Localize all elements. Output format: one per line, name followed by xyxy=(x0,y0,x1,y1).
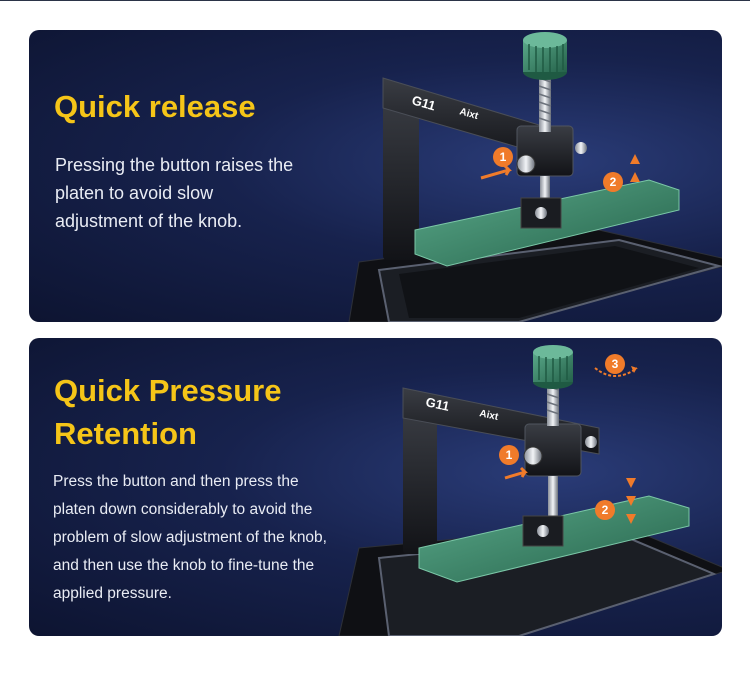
quick-release-panel: Quick release Pressing the button raises… xyxy=(29,30,722,322)
knob-screw xyxy=(539,70,551,132)
svg-text:2: 2 xyxy=(610,175,617,189)
knob-screw xyxy=(547,378,559,426)
quick-pressure-retention-description: Press the button and then press the plat… xyxy=(53,473,327,602)
marker-1 xyxy=(499,445,519,465)
up-arrow-icon xyxy=(630,154,640,182)
quick-pressure-retention-title: Quick Pressure Retention xyxy=(54,373,282,451)
device-column xyxy=(403,404,437,554)
press-arrow-icon xyxy=(480,164,512,180)
marker-2 xyxy=(595,500,615,520)
device-brand-label: Aixt xyxy=(458,106,480,122)
marker-1 xyxy=(493,147,513,167)
marker-3 xyxy=(605,354,625,374)
quick-pressure-retention-panel: Quick Pressure Retention Press the butto… xyxy=(29,338,722,636)
marker-2 xyxy=(603,172,623,192)
down-arrow-icon xyxy=(626,478,636,524)
device-brand-label: Aixt xyxy=(478,408,499,423)
svg-text:1: 1 xyxy=(506,448,513,462)
release-button xyxy=(516,154,536,174)
svg-text:3: 3 xyxy=(612,357,619,371)
top-divider xyxy=(0,0,750,1)
press-device-illustration-2: G11 Aixt xyxy=(319,338,722,636)
svg-text:2: 2 xyxy=(602,503,609,517)
device-model-label: G11 xyxy=(424,394,450,414)
press-device-illustration: G11 Aixt xyxy=(319,30,722,322)
quick-release-description: Pressing the button raises the platen to… xyxy=(55,155,294,231)
device-column xyxy=(383,90,419,260)
quick-release-title: Quick release xyxy=(54,89,256,124)
press-arrow-icon xyxy=(504,466,528,480)
svg-text:1: 1 xyxy=(500,150,507,164)
phone-screen xyxy=(399,246,699,318)
release-button xyxy=(523,446,543,466)
device-model-label: G11 xyxy=(410,92,437,113)
